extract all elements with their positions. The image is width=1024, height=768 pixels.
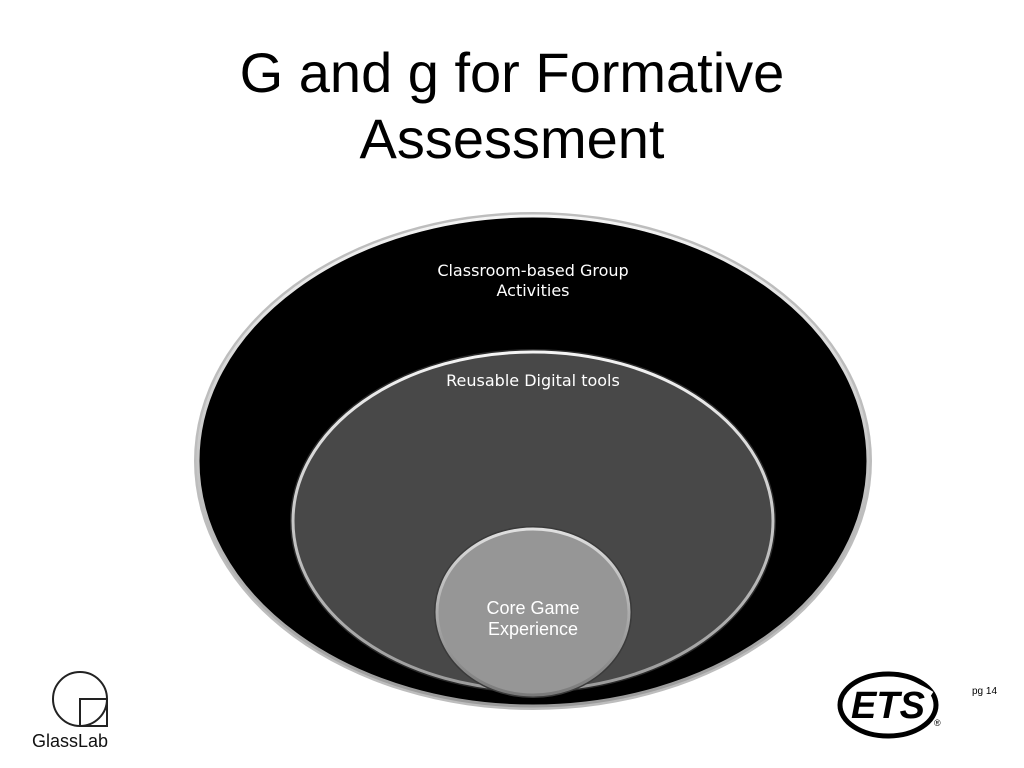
outer-label-line-2: Activities	[497, 281, 570, 300]
outer-label-line-1: Classroom-based Group	[437, 261, 628, 280]
ets-logo: ETS ®	[837, 671, 941, 739]
slide-title: G and g for Formative Assessment	[0, 40, 1024, 172]
inner-circle	[434, 526, 632, 698]
ets-logo-text: ETS	[851, 685, 925, 727]
title-line-1: G and g for Formative	[239, 41, 785, 104]
page-number: pg 14	[972, 686, 998, 697]
middle-label: Reusable Digital tools	[446, 371, 620, 390]
glasslab-logo-text: GlassLab	[32, 731, 109, 751]
glasslab-logo-icon	[52, 671, 108, 727]
title-line-2: Assessment	[359, 107, 665, 170]
middle-ellipse	[290, 349, 776, 693]
inner-label-line-1: Core Game	[486, 598, 579, 618]
inner-label-line-2: Experience	[488, 619, 578, 639]
registered-mark-icon: ®	[934, 718, 941, 728]
